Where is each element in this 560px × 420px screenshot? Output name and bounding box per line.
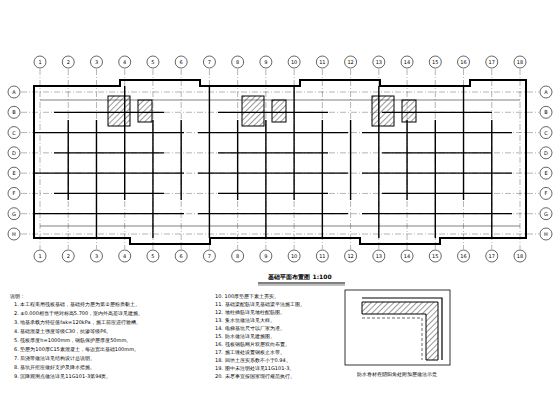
axis-letter: B	[544, 110, 547, 115]
axis-number: 14	[404, 254, 410, 259]
axis-number: 17	[489, 254, 495, 259]
note-line: 20. 未尽事宜按国家现行规范执行。	[215, 374, 295, 379]
axis-letter: H	[12, 232, 16, 237]
axis-number: 12	[347, 60, 353, 65]
note-line: 1. 本工程采用筏板基础，基础持力层为第②层粉质黏土。	[14, 302, 140, 307]
axis-letter: F	[545, 191, 548, 196]
axis-letter: A	[12, 90, 15, 95]
axis-number: 14	[404, 60, 410, 65]
axis-number: 7	[208, 254, 211, 259]
drawing-title: 基础平面布置图 1:100	[268, 274, 331, 280]
note-line: 3. 地基承载力特征值fak=120kPa，施工前应进行验槽。	[14, 320, 141, 325]
detail-caption: 防水卷材在阴阳角处附加层做法示意	[357, 372, 437, 377]
note-line: 17. 施工缝处设置钢板止水带。	[215, 350, 285, 355]
axis-number: 8	[236, 60, 239, 65]
axis-letter: H	[544, 232, 548, 237]
axis-letter: D	[544, 150, 548, 155]
axis-number: 11	[319, 60, 325, 65]
note-line: 8. 基坑开挖应做好支护及降水措施。	[14, 365, 95, 370]
note-line: 6. 垫层为100厚C15素混凝土，每边宽出基础100mm。	[14, 347, 139, 352]
axis-number: 9	[264, 254, 267, 259]
note-line: 12. 墙柱插筋详见墙柱配筋图。	[215, 310, 285, 315]
note-line: 9. 沉降观测点做法详见11G101-3第94页。	[14, 374, 112, 379]
axis-letter: D	[12, 150, 16, 155]
axis-letter: B	[12, 110, 15, 115]
axis-number: 6	[180, 60, 183, 65]
axis-letter: F	[13, 191, 16, 196]
note-line: 19. 图中未注明处详见11G101-3。	[215, 366, 294, 371]
axis-letter: G	[544, 211, 548, 216]
note-line: 4. 基础混凝土强度等级C30，抗渗等级P6。	[14, 329, 111, 334]
notes-heading: 说明：	[10, 294, 25, 299]
axis-letter: G	[12, 211, 16, 216]
axis-number: 2	[67, 60, 70, 65]
axis-number: 15	[432, 60, 438, 65]
axis-number: 11	[319, 254, 325, 259]
axis-number: 2	[67, 254, 70, 259]
axis-number: 3	[95, 60, 98, 65]
axis-number: 1	[38, 254, 41, 259]
axis-number: 12	[347, 254, 353, 259]
note-line: 5. 筏板厚度h=1000mm，钢筋保护层厚度50mm。	[14, 338, 131, 343]
axis-letter: C	[12, 130, 16, 135]
axis-letter: E	[12, 171, 15, 176]
note-line: 2. ±0.000相当于绝对标高5.700，室内外高差详见建施。	[14, 311, 143, 316]
axis-number: 10	[291, 60, 297, 65]
axis-number: 3	[95, 254, 98, 259]
axis-number: 8	[236, 254, 239, 259]
note-line: 13. 集水坑做法详见大样。	[215, 318, 275, 323]
axis-number: 6	[180, 254, 183, 259]
axis-number: 15	[432, 254, 438, 259]
axis-letter: C	[544, 130, 548, 135]
axis-letter: A	[544, 90, 547, 95]
note-line: 15. 防水做法详见建施图。	[215, 334, 275, 339]
axis-number: 1	[38, 60, 41, 65]
axis-number: 16	[460, 60, 466, 65]
note-line: 11. 基础梁配筋详见基础梁平法施工图。	[215, 302, 305, 307]
note-line: 18. 回填土压实系数不小于0.94。	[215, 358, 291, 363]
axis-number: 4	[123, 60, 126, 65]
axis-number: 9	[264, 60, 267, 65]
axis-letter: E	[544, 171, 547, 176]
axis-number: 13	[376, 254, 382, 259]
note-line: 16. 筏板钢筋网片双层双向布置。	[215, 342, 290, 347]
axis-number: 16	[460, 254, 466, 259]
axis-number: 4	[123, 254, 126, 259]
note-line: 14. 电梯基坑尺寸以厂家为准。	[215, 326, 285, 331]
axis-number: 17	[489, 60, 495, 65]
axis-number: 7	[208, 60, 211, 65]
axis-number: 5	[151, 60, 154, 65]
note-line: 7. 后浇带做法详见结构设计总说明。	[14, 356, 95, 361]
note-line: 10. 100厚垫层下素土夯实。	[215, 294, 279, 299]
axis-number: 18	[517, 60, 523, 65]
axis-number: 10	[291, 254, 297, 259]
axis-number: 13	[376, 60, 382, 65]
axis-number: 5	[151, 254, 154, 259]
axis-number: 18	[517, 254, 523, 259]
